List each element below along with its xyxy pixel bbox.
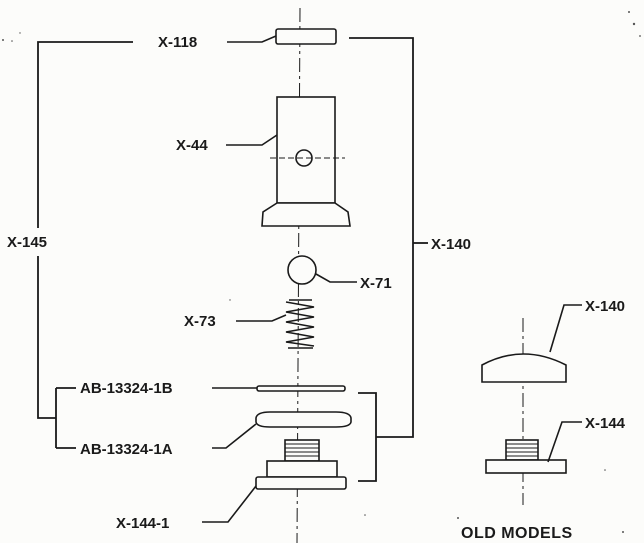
bracket-seat-group	[358, 392, 377, 482]
part-x140-old-cap	[481, 353, 567, 383]
part-ab13324-1b-washer	[256, 385, 346, 392]
leader-x73	[236, 314, 287, 322]
label-ab13324-1a: AB-13324-1A	[80, 441, 173, 458]
label-x140-old: X-140	[585, 298, 625, 315]
leader-x71	[315, 273, 357, 283]
caption-old-models: OLD MODELS	[461, 525, 573, 542]
label-x145-backdrop	[4, 228, 66, 256]
leader-ab13324-1a	[212, 423, 257, 449]
label-x44: X-44	[176, 137, 208, 154]
label-x140-main: X-140	[431, 236, 471, 253]
label-ab13324-1b: AB-13324-1B	[80, 380, 173, 397]
label-x144-1: X-144-1	[116, 515, 169, 532]
part-x73-spring	[285, 299, 315, 349]
label-x118: X-118	[158, 34, 197, 51]
label-x73: X-73	[184, 313, 216, 330]
part-x71-ball	[287, 255, 317, 285]
leader-x144-old	[547, 421, 582, 463]
part-x118-cap	[275, 28, 337, 45]
label-x144-old: X-144	[585, 415, 626, 432]
leader-x118	[227, 35, 277, 43]
part-x144-1-seat	[255, 439, 347, 490]
leader-x140-old	[549, 304, 582, 353]
label-x71: X-71	[360, 275, 392, 292]
part-x144-old-seat	[485, 439, 567, 474]
leader-x144-1	[202, 485, 257, 523]
part-x44-body	[261, 96, 351, 227]
label-x145: X-145	[7, 234, 47, 251]
part-ab13324-1a-disc	[255, 411, 352, 428]
bracket-x140	[349, 37, 414, 438]
scan-speckles	[2, 11, 641, 533]
leader-x44	[226, 134, 278, 146]
